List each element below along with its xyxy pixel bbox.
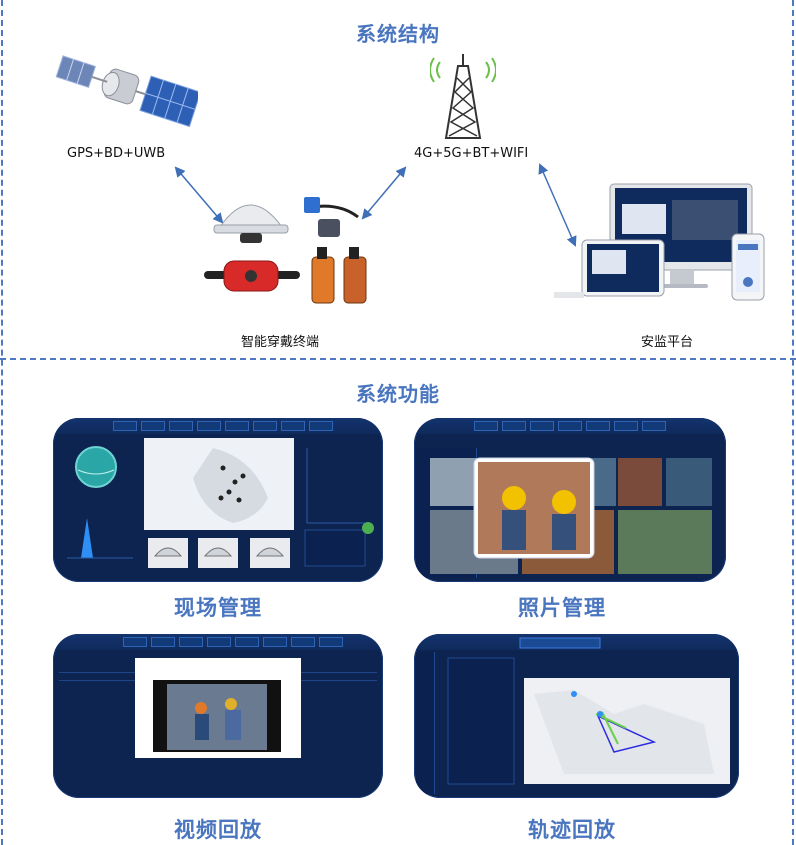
trajectory-playback-screenshot	[414, 634, 739, 798]
signal-tower-icon	[430, 54, 496, 139]
platform-label: 安监平台	[641, 335, 694, 350]
video-playback-caption: 视频回放	[174, 818, 262, 842]
photo-management-screenshot	[414, 418, 726, 582]
frame-left-dash	[1, 0, 3, 845]
section-title-structure: 系统结构	[356, 22, 440, 46]
satellite-label: GPS+BD+UWB	[67, 146, 166, 161]
tower-label: 4G+5G+BT+WIFI	[414, 146, 529, 161]
section-divider	[0, 358, 796, 360]
connection-arrows	[174, 163, 577, 247]
photo-management-caption: 照片管理	[518, 596, 606, 620]
site-management-screenshot	[53, 418, 383, 582]
video-playback-screenshot	[53, 634, 383, 798]
arrow-satellite-terminal	[174, 166, 224, 224]
trajectory-playback-caption: 轨迹回放	[528, 818, 616, 842]
platform-devices-icon	[554, 183, 765, 301]
satellite-icon	[55, 55, 198, 128]
section-title-function: 系统功能	[356, 382, 440, 406]
wearable-devices-icon	[204, 197, 367, 304]
frame-right-dash	[792, 0, 794, 845]
arrow-tower-platform	[538, 163, 577, 247]
arrow-tower-terminal	[361, 166, 407, 220]
terminal-label: 智能穿戴终端	[241, 335, 320, 350]
site-management-caption: 现场管理	[174, 596, 262, 620]
